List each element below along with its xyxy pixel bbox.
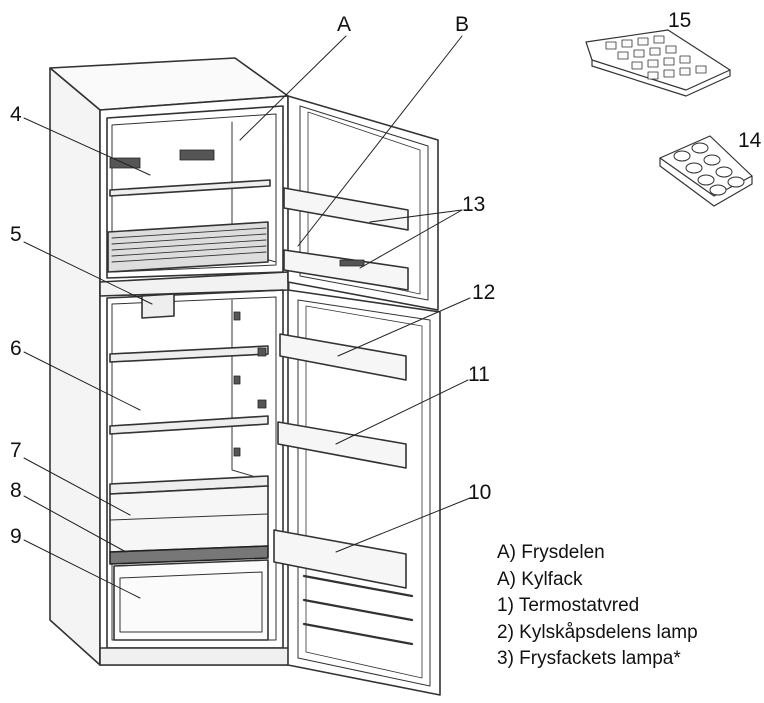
legend-item: A) Kylfack	[497, 568, 583, 590]
callout-5: 5	[10, 223, 22, 246]
fridge-door	[273, 289, 441, 696]
legend-item: 2) Kylskåpsdelens lamp	[497, 621, 698, 643]
leader-lines	[23, 35, 471, 599]
ice-tray	[585, 29, 731, 97]
callout-12: 12	[472, 281, 496, 304]
callout-9: 9	[10, 525, 22, 548]
callout-15: 15	[668, 9, 692, 32]
callout-6: 6	[10, 337, 22, 360]
cabinet	[49, 57, 291, 666]
callout-b: B	[455, 13, 470, 36]
callout-14: 14	[738, 129, 762, 152]
legend-item: 1) Termostatvred	[497, 595, 640, 616]
callout-a: A	[337, 13, 352, 36]
freezer-door	[283, 95, 439, 311]
callout-10: 10	[468, 481, 492, 504]
callout-7: 7	[10, 439, 22, 462]
callout-13: 13	[462, 193, 486, 216]
legend-item: A) Frysdelen	[497, 542, 605, 563]
legend-item: 3) Frysfackets lampa*	[497, 648, 681, 669]
callout-4: 4	[10, 103, 22, 126]
legend: A) Frysdelen A) Kylfack 1) Termostatvred…	[497, 540, 764, 673]
callout-8: 8	[10, 479, 22, 502]
egg-holder	[659, 135, 753, 207]
callout-11: 11	[468, 363, 490, 386]
